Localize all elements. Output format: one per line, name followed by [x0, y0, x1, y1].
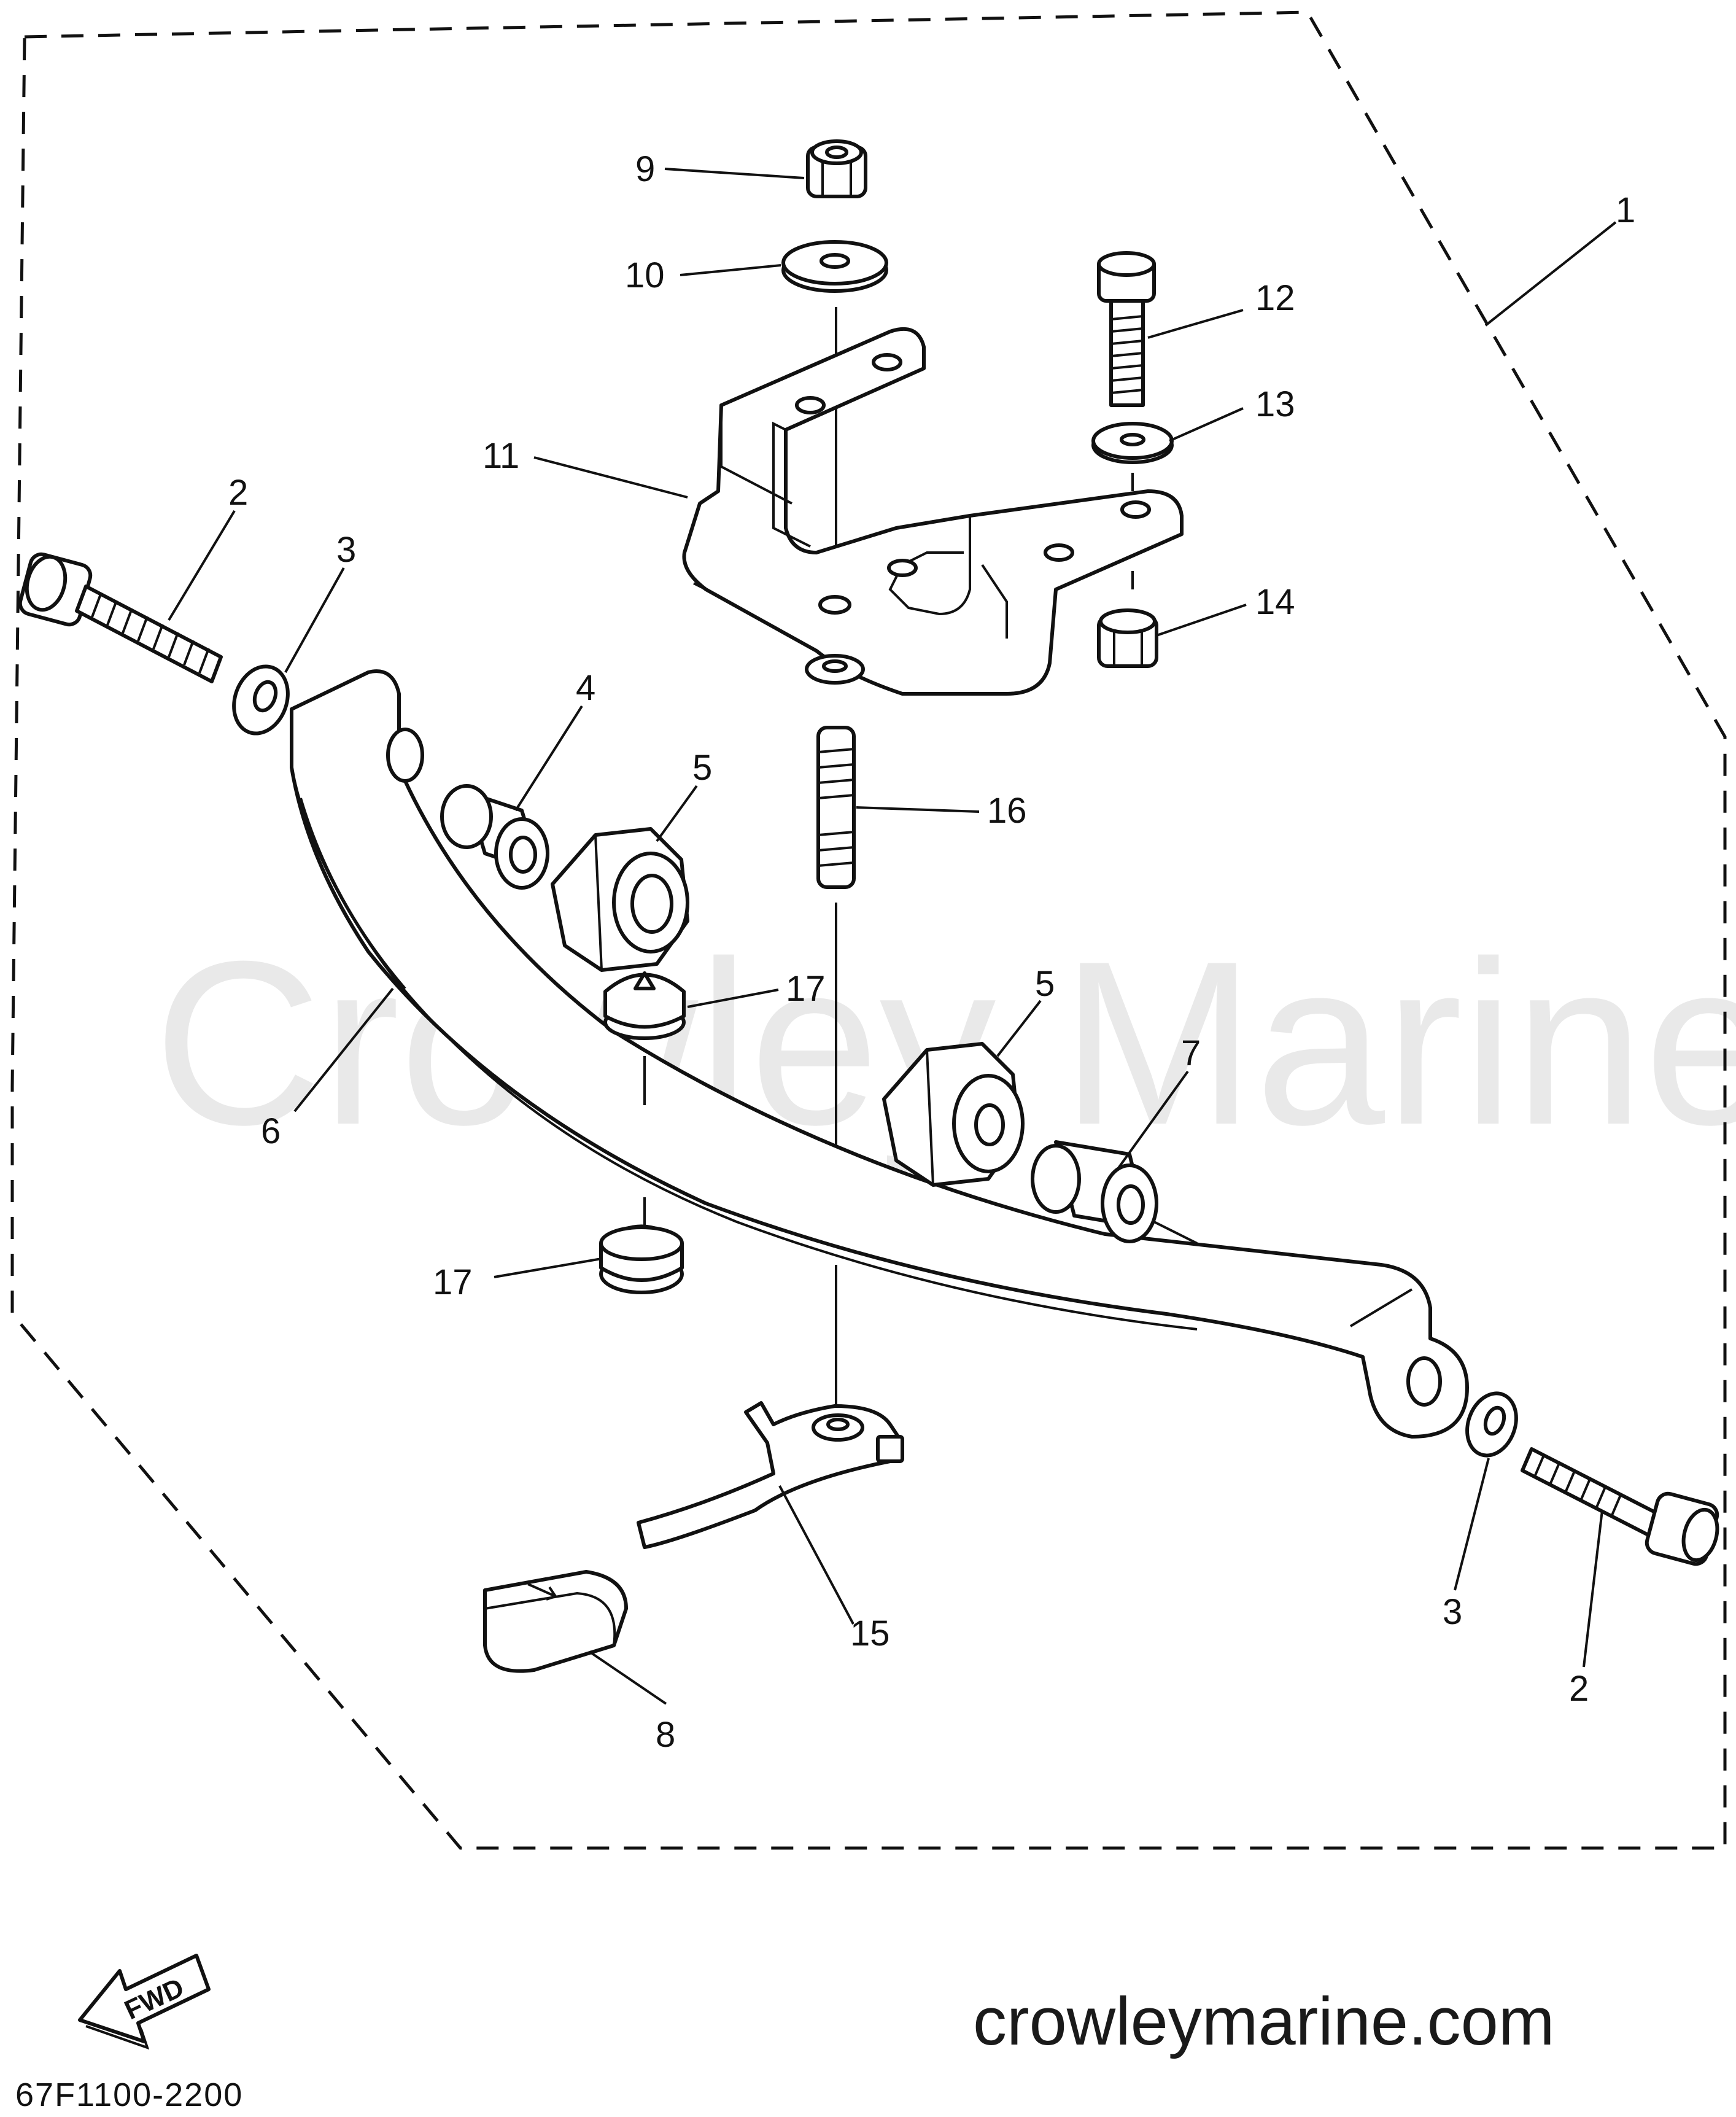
- callout-5-upper: 5: [692, 748, 712, 788]
- callout-3-right: 3: [1443, 1592, 1462, 1632]
- callout-9: 9: [635, 149, 655, 189]
- collar-7: [1031, 1140, 1158, 1243]
- callout-3-left: 3: [336, 530, 356, 570]
- callout-11: 11: [482, 436, 519, 476]
- nut-5-lower: [882, 1042, 1025, 1187]
- bolt-12: [1097, 251, 1156, 407]
- callout-16: 16: [987, 791, 1027, 831]
- bushing-4: [440, 784, 549, 890]
- website-text: crowleymarine.com: [973, 1984, 1554, 2059]
- callout-17-upper: 17: [786, 969, 826, 1009]
- diagram-code: 67F1100-2200: [15, 2076, 243, 2113]
- grommet-17-upper: [603, 971, 686, 1040]
- callout-8: 8: [656, 1715, 675, 1755]
- callout-17-lower: 17: [433, 1262, 473, 1302]
- washer-13: [1091, 422, 1174, 464]
- fwd-arrow-icon: FWD: [78, 1954, 211, 2050]
- callout-10: 10: [625, 255, 665, 295]
- grommet-17-lower: [599, 1224, 684, 1294]
- block-8: [483, 1570, 628, 1673]
- callout-12: 12: [1255, 278, 1295, 318]
- callout-2-right: 2: [1569, 1669, 1589, 1709]
- callout-2-left: 2: [228, 473, 248, 513]
- nut-5-upper: [551, 827, 689, 972]
- callout-4: 4: [576, 668, 595, 708]
- assembly-boundary: [10, 10, 1727, 1850]
- callout-5-lower: 5: [1035, 964, 1055, 1004]
- callout-15: 15: [850, 1614, 890, 1653]
- axis-7: [1153, 1221, 1198, 1245]
- washer-3-left: [232, 664, 290, 736]
- callout-labels: 1 2 3 4 5 5 6 7 8 9 10 11 12 13 14 15 16…: [228, 149, 1635, 1755]
- callout-7: 7: [1181, 1033, 1201, 1073]
- washer-10: [781, 240, 888, 293]
- bracket-11: [682, 327, 1184, 696]
- nut-14: [1097, 608, 1158, 668]
- callout-1: 1: [1616, 190, 1635, 230]
- bolt-2-left: [18, 552, 223, 683]
- lever-plate-15: [637, 1401, 904, 1549]
- stud-16: [816, 726, 856, 889]
- bolt-2-right: [1521, 1447, 1719, 1566]
- leader-lines: [168, 168, 1617, 1705]
- callout-6: 6: [261, 1111, 281, 1151]
- washer-3-right: [1465, 1391, 1518, 1458]
- callout-14: 14: [1255, 582, 1295, 622]
- nut-9: [806, 139, 867, 198]
- callout-13: 13: [1255, 384, 1295, 424]
